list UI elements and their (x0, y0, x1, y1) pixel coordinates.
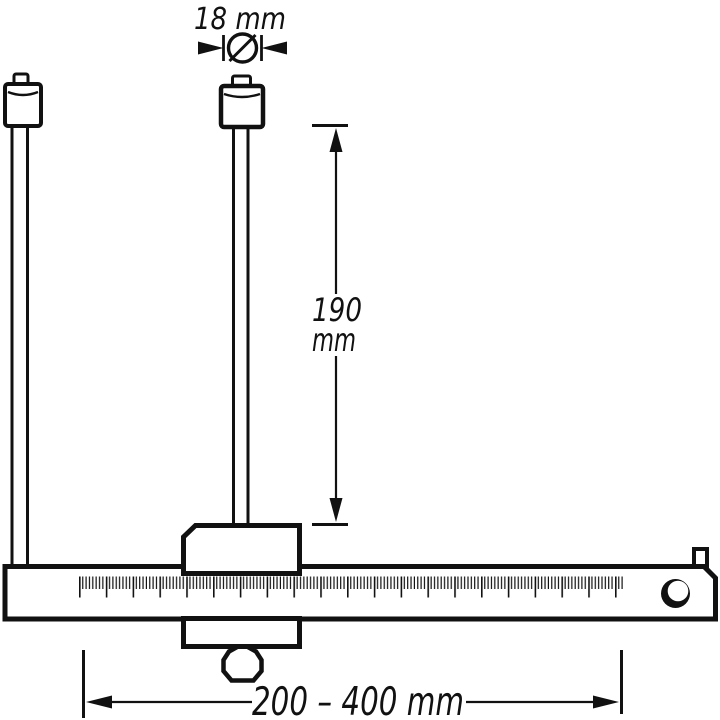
length-arrow-down-icon (329, 498, 343, 522)
center-pin-knob (218, 83, 266, 130)
ruler-scale (79, 576, 624, 598)
clamp-knob (221, 641, 264, 683)
left-measuring-pin (3, 72, 43, 569)
beam-hole (661, 579, 690, 608)
diameter-arrow-right-icon (261, 41, 287, 55)
pin-length-value: 190 (312, 291, 362, 329)
slider-carriage (181, 523, 302, 683)
beam-ruler (2, 547, 718, 622)
center-pin-rod (232, 125, 250, 527)
slider-upper-jaw (181, 523, 302, 576)
left-pin-rod (10, 124, 29, 569)
diameter-arrow-left-icon (198, 41, 224, 55)
range-arrow-right-icon (593, 695, 619, 709)
diameter-dimension: 18 mm (194, 2, 287, 64)
pin-length-unit: mm (312, 321, 356, 359)
center-pin-knob-seam (223, 92, 261, 99)
pin-diameter-label: 18 mm (194, 2, 286, 37)
left-pin-knob-seam (7, 90, 39, 97)
center-measuring-pin (218, 74, 266, 527)
range-dimension: 200 – 400 mm (82, 650, 623, 720)
length-dimension: 190 mm (312, 124, 362, 526)
length-arrow-up-icon (329, 128, 343, 152)
range-arrow-left-icon (86, 695, 112, 709)
span-range-label: 200 – 400 mm (252, 680, 464, 720)
slider-lower-clamp (181, 616, 302, 649)
left-pin-knob (3, 82, 43, 128)
diameter-symbol-icon (226, 32, 259, 64)
